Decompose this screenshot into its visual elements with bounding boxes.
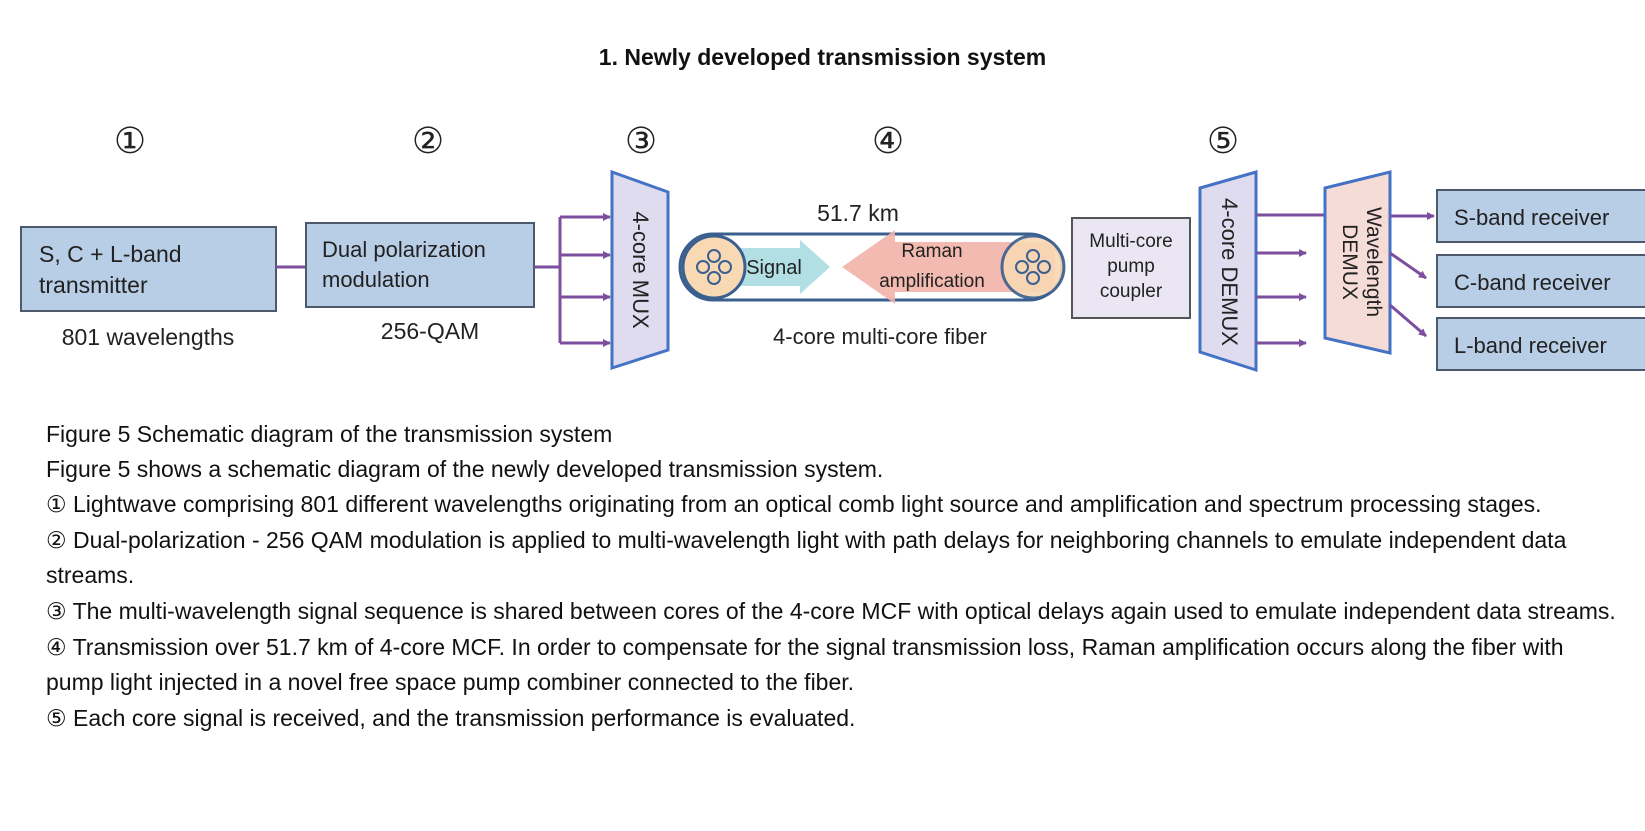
figure-label: Figure 5 Schematic diagram of the transm… (46, 421, 613, 447)
transmission-system-diagram: ① ② ③ ④ ⑤ S, C + L-band transmitter 801 … (20, 120, 1645, 373)
transmitter-label-line2: transmitter (39, 272, 148, 298)
receiver-s-band: S-band receiver (1436, 189, 1645, 243)
pump-coupler-line2: pump (1107, 256, 1155, 277)
modulator-label-line2: modulation (322, 267, 430, 292)
pump-coupler-block: Multi-core pump coupler (1071, 217, 1191, 319)
modulator-label-line1: Dual polarization (322, 237, 486, 262)
caption-block: Figure 5 Schematic diagram of the transm… (46, 417, 1626, 737)
caption-intro: Figure 5 shows a schematic diagram of th… (46, 456, 884, 482)
step-marker-5: ⑤ (1207, 120, 1239, 161)
signal-label: Signal (746, 257, 802, 279)
wavelength-demux-block: Wavelength DEMUX (1323, 170, 1392, 355)
receiver-l-band: L-band receiver (1436, 317, 1645, 371)
fiber-type-label: 4-core multi-core fiber (773, 324, 987, 349)
receiver-c-band: C-band receiver (1436, 254, 1645, 308)
step-markers: ① ② ③ ④ ⑤ (114, 120, 1239, 161)
receiver-c-band-label: C-band receiver (1454, 270, 1611, 295)
demux-to-wdemux-arrows (1256, 213, 1325, 347)
raman-label-line2: amplification (879, 271, 985, 292)
fiber-core-icon-right (1015, 249, 1051, 285)
fiber-end-right (1000, 234, 1066, 300)
fiber-end-left (681, 234, 747, 300)
mux-label: 4-core MUX (628, 211, 653, 329)
pump-coupler-line1: Multi-core (1089, 231, 1172, 252)
mod-to-mux-arrows (534, 213, 611, 347)
fiber-distance: 51.7 km (817, 200, 899, 226)
wavelength-demux-line1: Wavelength (1362, 207, 1385, 317)
signal-arrow (715, 240, 830, 294)
wdemux-to-receiver-arrows (1389, 212, 1435, 338)
step-marker-1: ① (114, 120, 146, 161)
mux-block: 4-core MUX (610, 169, 670, 371)
caption-step-2: ② Dual-polarization - 256 QAM modulation… (46, 527, 1567, 588)
caption-step-1: ① Lightwave comprising 801 different wav… (46, 491, 1542, 517)
transmitter-block: S, C + L-band transmitter 801 wavelength… (20, 226, 277, 350)
raman-arrow (842, 230, 1055, 304)
caption-step-5: ⑤ Each core signal is received, and the … (46, 705, 856, 731)
raman-label-line1: Raman (901, 241, 962, 262)
transmitter-label-line1: S, C + L-band (39, 241, 182, 267)
modulator-qam: 256-QAM (381, 318, 479, 344)
caption-step-4: ④ Transmission over 51.7 km of 4-core MC… (46, 634, 1564, 695)
step-marker-4: ④ (872, 120, 904, 161)
page-title: 1. Newly developed transmission system (598, 44, 1047, 70)
pump-coupler-line3: coupler (1100, 281, 1163, 302)
wavelength-demux-line2: DEMUX (1338, 224, 1361, 300)
demux-label: 4-core DEMUX (1217, 198, 1242, 346)
modulator-block: Dual polarization modulation 256-QAM (305, 222, 535, 344)
multi-core-fiber: Signal Raman amplification 4-core multi-… (678, 230, 1066, 349)
demux-block: 4-core DEMUX (1198, 170, 1258, 373)
step-marker-2: ② (412, 120, 444, 161)
receiver-l-band-label: L-band receiver (1454, 333, 1607, 358)
caption-step-3: ③ The multi-wavelength signal sequence i… (46, 598, 1616, 624)
step-marker-3: ③ (625, 120, 657, 161)
fiber-core-icon-left (696, 249, 732, 285)
transmitter-wavelengths: 801 wavelengths (62, 324, 235, 350)
receiver-s-band-label: S-band receiver (1454, 205, 1609, 230)
